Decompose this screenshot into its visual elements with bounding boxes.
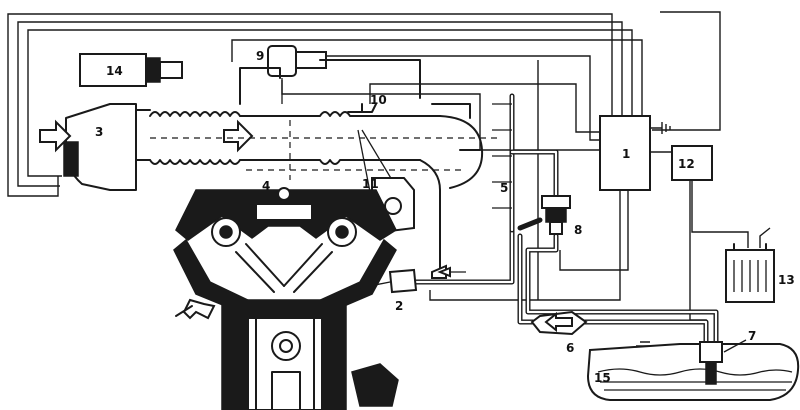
injector-2: [359, 264, 466, 294]
label-1: 1: [622, 147, 630, 161]
label-6: 6: [566, 341, 574, 355]
label-4: 4: [262, 179, 270, 193]
label-9: 9: [256, 49, 264, 63]
fuel-lines: [407, 93, 719, 347]
fuel-filter-6: [530, 310, 588, 336]
label-8: 8: [574, 223, 582, 237]
label-2: 2: [395, 299, 403, 313]
label-14: 14: [106, 64, 123, 78]
label-12: 12: [678, 157, 695, 171]
v-engine-cross-section: [173, 187, 399, 410]
label-3: 3: [95, 125, 103, 139]
label-7: 7: [748, 329, 756, 343]
label-10: 10: [370, 93, 387, 107]
intake-duct: [39, 103, 500, 271]
pressure-regulator-8: [541, 195, 571, 235]
air-flow-sensor-9: [239, 45, 421, 105]
battery-13: [725, 243, 775, 303]
label-5: 5: [500, 181, 508, 195]
label-15: 15: [594, 371, 611, 385]
flow-arrow: [437, 266, 451, 278]
fuel-tank-15: [586, 339, 800, 401]
control-unit-1: [599, 115, 651, 191]
label-11: 11: [362, 177, 379, 191]
relay-12: [671, 145, 713, 181]
ignition-coil-14: [79, 53, 183, 87]
label-13: 13: [778, 273, 795, 287]
